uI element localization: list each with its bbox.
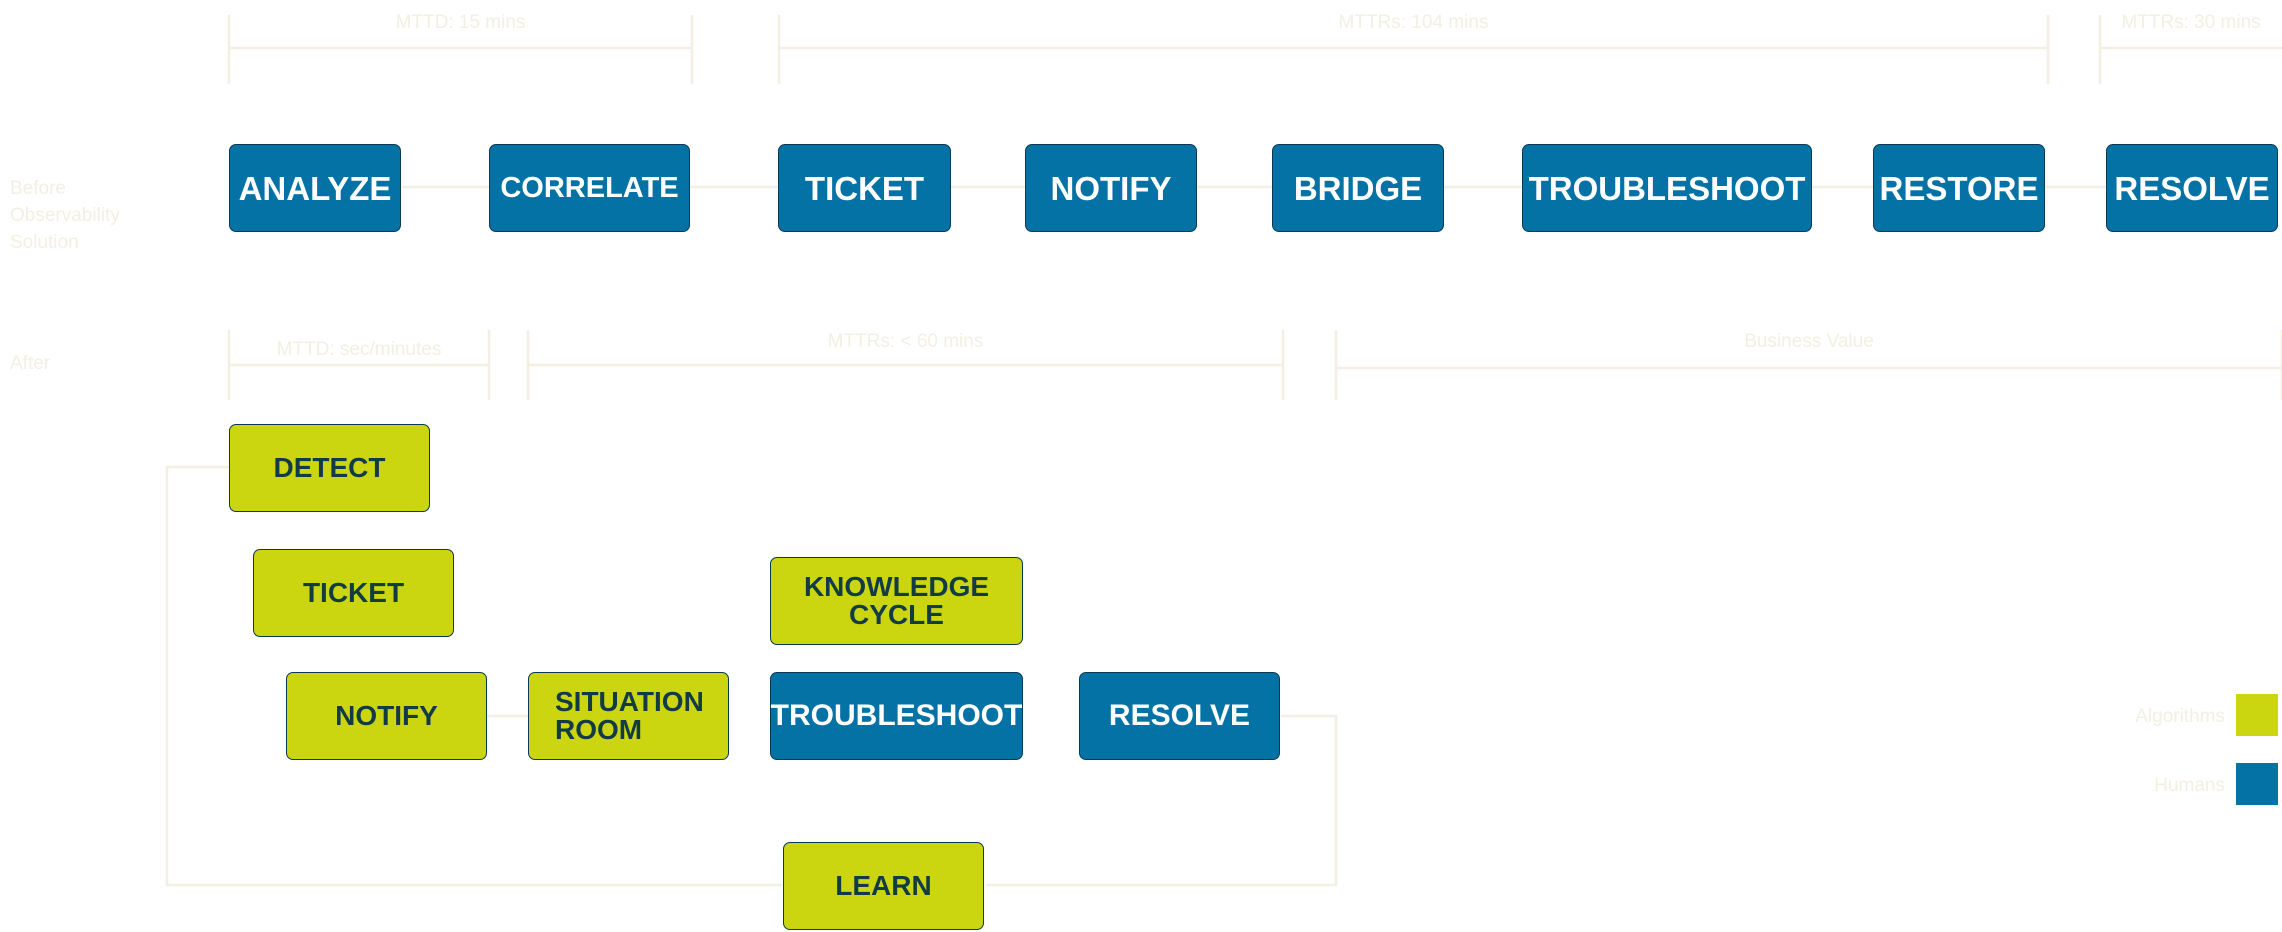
troubleshoot-after-step[interactable]: TROUBLESHOOT	[770, 672, 1023, 760]
knowledge-cycle-step[interactable]: KNOWLEDGE CYCLE	[770, 557, 1023, 645]
legend-humans-label: Humans	[2154, 775, 2225, 796]
resolve-after-label: RESOLVE	[1108, 699, 1251, 732]
before-row-label: Before Observability Solution	[10, 178, 120, 253]
mttrs-restore-bracket	[2098, 15, 2282, 84]
troubleshoot-before-label: TROUBLESHOOT	[1528, 169, 1806, 207]
analyze-label: ANALYZE	[238, 169, 392, 207]
resolve-after-step[interactable]: RESOLVE	[1079, 672, 1280, 760]
knowledge-cycle-line-2: CYCLE	[849, 599, 944, 630]
notify-before-step[interactable]: NOTIFY	[1025, 144, 1197, 232]
detect-label: DETECT	[273, 452, 386, 483]
business-value-bracket	[1334, 330, 2282, 400]
legend-humans-swatch	[2236, 763, 2278, 805]
mttd-after-caption: MTTD: sec/minutes	[276, 339, 442, 360]
mttd-before-bracket	[227, 15, 694, 84]
detect-step[interactable]: DETECT	[229, 424, 430, 512]
situation-room-step[interactable]: SITUATION ROOM	[528, 672, 729, 760]
situation-room-line-2: ROOM	[555, 714, 643, 745]
ticket-before-label: TICKET	[804, 169, 925, 207]
mttrs-after-caption: MTTRs: < 60 mins	[827, 331, 984, 352]
mttd-before-caption: MTTD: 15 mins	[395, 12, 526, 33]
mttrs-before-caption: MTTRs: 104 mins	[1338, 12, 1489, 33]
mttd-after-bracket	[227, 330, 491, 400]
mttrs-restore-caption: MTTRs: 30 mins	[2121, 12, 2261, 33]
ticket-after-label: TICKET	[302, 577, 405, 608]
legend-algorithms-swatch	[2236, 694, 2278, 736]
notify-before-label: NOTIFY	[1050, 169, 1172, 207]
resolve-before-step[interactable]: RESOLVE	[2106, 144, 2278, 232]
resolve-before-label: RESOLVE	[2114, 169, 2270, 207]
ticket-after-step[interactable]: TICKET	[253, 549, 454, 637]
ticket-before-step[interactable]: TICKET	[778, 144, 951, 232]
situation-room-line-1: SITUATION	[555, 686, 704, 717]
analyze-step[interactable]: ANALYZE	[229, 144, 401, 232]
mttrs-after-bracket	[526, 330, 1285, 400]
legend-algorithms-label: Algorithms	[2135, 706, 2225, 727]
correlate-step[interactable]: CORRELATE	[489, 144, 690, 232]
correlate-label: CORRELATE	[500, 171, 679, 204]
knowledge-cycle-line-1: KNOWLEDGE	[803, 571, 990, 602]
business-value-caption: Business Value	[1744, 331, 1874, 352]
learn-step[interactable]: LEARN	[783, 842, 984, 930]
bridge-label: BRIDGE	[1293, 169, 1423, 207]
troubleshoot-after-label: TROUBLESHOOT	[770, 699, 1023, 732]
notify-after-label: NOTIFY	[335, 700, 438, 731]
after-row-label: After	[10, 353, 51, 374]
learn-label: LEARN	[835, 870, 932, 901]
after-loop-line	[165, 465, 1338, 887]
troubleshoot-before-step[interactable]: TROUBLESHOOT	[1522, 144, 1812, 232]
bridge-step[interactable]: BRIDGE	[1272, 144, 1444, 232]
restore-label: RESTORE	[1879, 169, 2039, 207]
restore-step[interactable]: RESTORE	[1873, 144, 2045, 232]
mttrs-before-bracket	[777, 15, 2050, 84]
notify-after-step[interactable]: NOTIFY	[286, 672, 487, 760]
